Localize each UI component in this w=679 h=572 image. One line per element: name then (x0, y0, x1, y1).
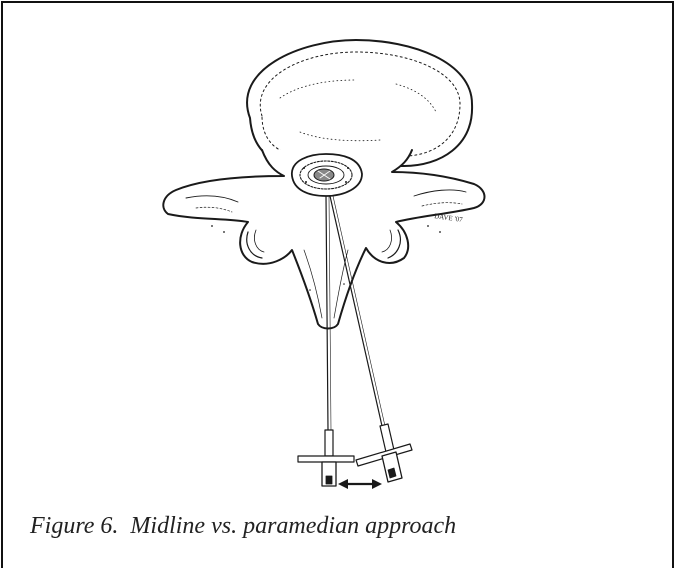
spinal-canal (292, 154, 362, 196)
double-arrow-icon (338, 479, 382, 489)
vertebral-body (247, 40, 472, 166)
figure-caption: Figure 6. Midline vs. paramedian approac… (30, 513, 456, 540)
artist-signature: DAVE '07 (434, 212, 464, 224)
